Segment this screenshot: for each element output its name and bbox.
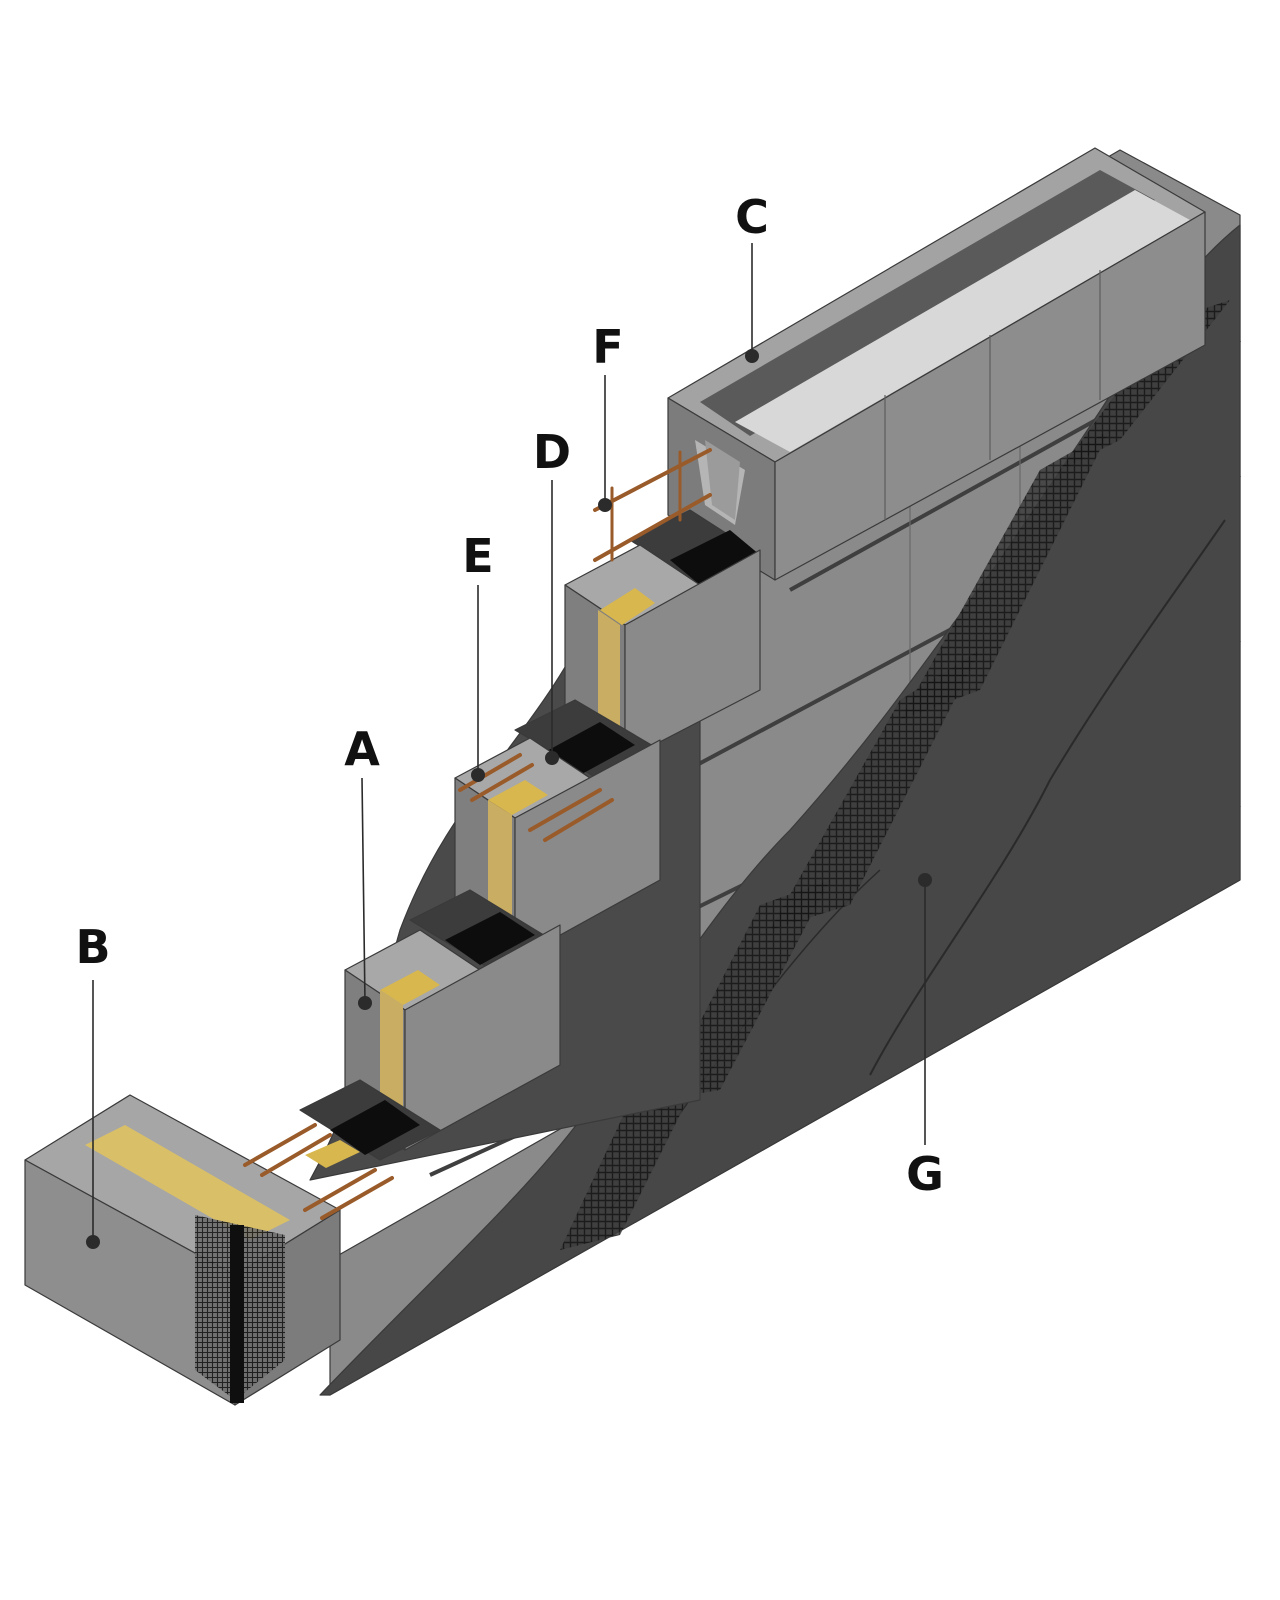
leader-line-a [361, 777, 366, 1004]
callout-dot-g [918, 873, 932, 887]
step-3 [564, 509, 761, 761]
callout-label-g: G [906, 1147, 944, 1201]
callout-e: E [462, 529, 494, 782]
geogrid-patch [660, 880, 830, 1100]
callout-dot-b [86, 1235, 100, 1249]
slope-ridge [869, 519, 1226, 1076]
callout-dot-a [358, 996, 372, 1010]
coping-course-c [667, 147, 1206, 581]
callout-a: A [344, 722, 380, 1010]
geogrid-patch [900, 430, 1110, 720]
callout-label-e: E [462, 529, 493, 583]
callout-label-f: F [592, 320, 623, 374]
callout-dot-c [745, 349, 759, 363]
callout-label-b: B [75, 920, 110, 974]
footing-drain-strip [230, 1225, 244, 1403]
callout-c: C [735, 190, 769, 363]
geogrid-patch [560, 1075, 700, 1250]
callout-dot-d [545, 751, 559, 765]
callout-g: G [906, 873, 944, 1201]
footing-b [24, 1094, 341, 1406]
callout-dot-e [471, 768, 485, 782]
geogrid-patch [770, 650, 980, 930]
base-pads [299, 1079, 441, 1168]
callout-dot-f [598, 498, 612, 512]
callouts: A B C DE F G [75, 190, 944, 1249]
callout-d: D [533, 425, 571, 765]
callout-label-c: C [735, 190, 769, 244]
callout-b: B [75, 920, 111, 1249]
callout-label-a: A [344, 722, 380, 776]
rebar-ties [243, 448, 712, 1220]
callout-f: F [592, 320, 624, 512]
callout-label-d: D [533, 425, 571, 479]
